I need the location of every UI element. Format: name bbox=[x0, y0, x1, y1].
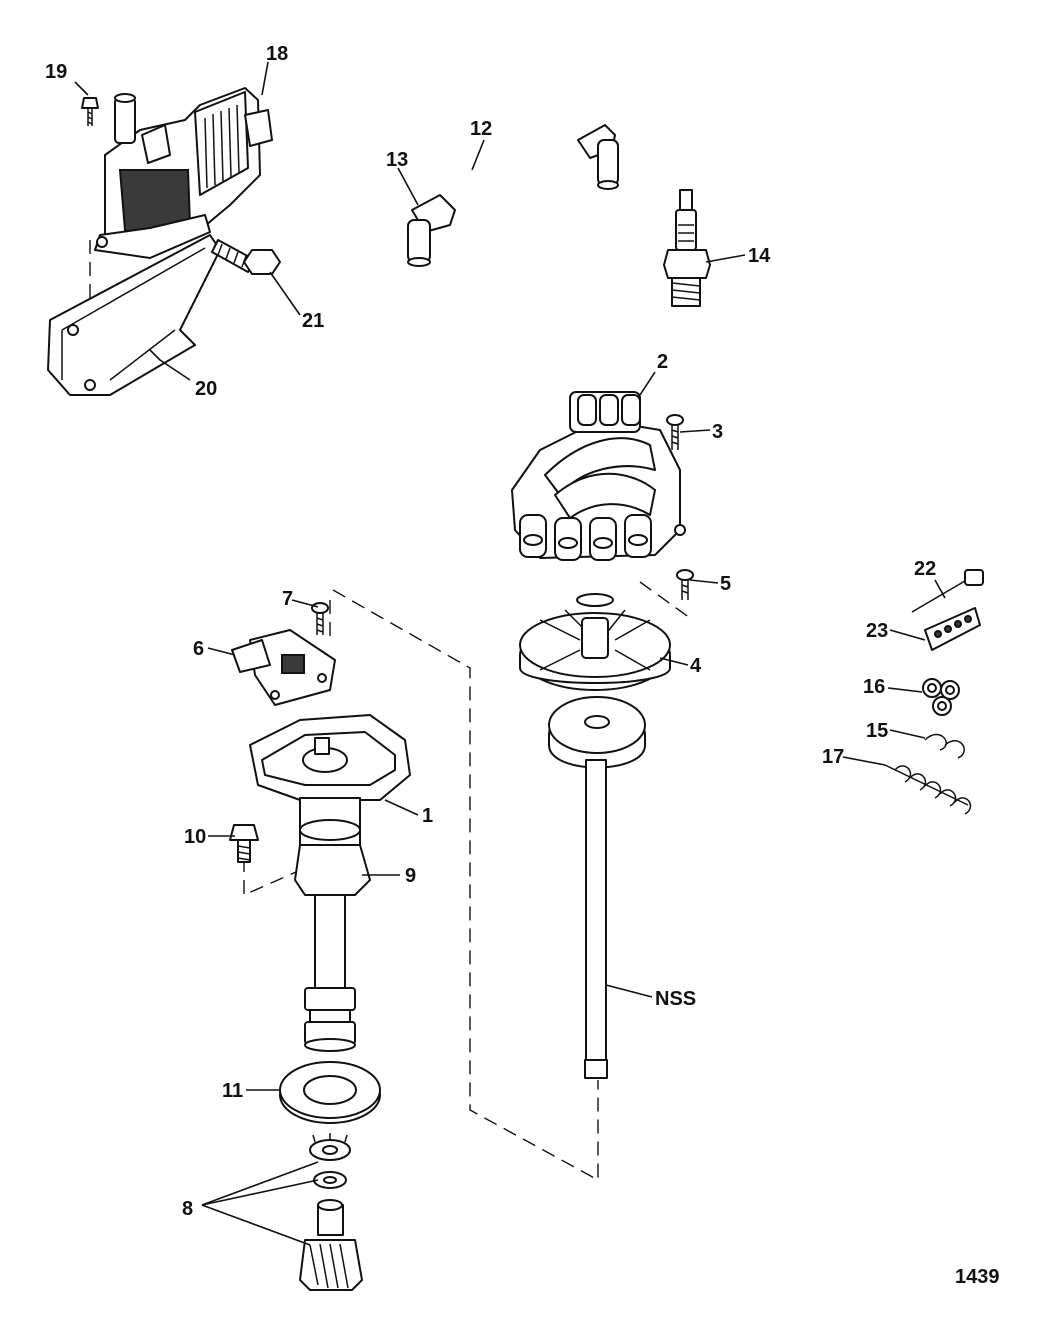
callout-17: 17 bbox=[822, 746, 844, 768]
callout-15: 15 bbox=[866, 720, 888, 742]
spark-plug-14 bbox=[663, 189, 711, 307]
wire-holder-23 bbox=[924, 607, 981, 651]
bolt-10 bbox=[229, 824, 259, 863]
bolt-21 bbox=[211, 239, 281, 275]
callout-22: 22 bbox=[914, 558, 936, 580]
callout-1: 1 bbox=[422, 805, 433, 827]
gear-set-8 bbox=[299, 1133, 363, 1291]
sensor-6 bbox=[231, 629, 336, 706]
callout-nss: NSS bbox=[655, 988, 696, 1010]
screw-7 bbox=[311, 602, 329, 635]
callouts: 1 2 3 4 5 6 7 8 9 10 11 12 13 14 15 16 1… bbox=[45, 43, 936, 1220]
callout-21: 21 bbox=[302, 310, 324, 332]
screw-19 bbox=[81, 97, 99, 126]
callout-23: 23 bbox=[866, 620, 888, 642]
callout-14: 14 bbox=[748, 245, 771, 267]
distributor-cap-2 bbox=[511, 391, 686, 561]
callout-20: 20 bbox=[195, 378, 217, 400]
leader-lines bbox=[74, 61, 946, 1246]
callout-4: 4 bbox=[690, 655, 702, 677]
callout-11: 11 bbox=[222, 1080, 243, 1102]
wire-clip-16 bbox=[922, 678, 960, 716]
distributor-housing-1 bbox=[249, 714, 411, 854]
figure-number: 1439 bbox=[955, 1266, 1000, 1288]
callout-5: 5 bbox=[720, 573, 731, 595]
callout-9: 9 bbox=[405, 865, 416, 887]
callout-18: 18 bbox=[266, 43, 288, 65]
callout-8: 8 bbox=[182, 1198, 193, 1220]
callout-10: 10 bbox=[184, 826, 206, 848]
rotor-4 bbox=[519, 593, 671, 691]
screw-5 bbox=[676, 569, 694, 600]
callout-2: 2 bbox=[657, 351, 668, 373]
distributor-shaft-nss bbox=[548, 696, 646, 1079]
callout-7: 7 bbox=[282, 588, 293, 610]
wire-clip-15 bbox=[924, 733, 965, 759]
wire-retainer-22 bbox=[911, 569, 984, 613]
spark-plug-boot-13 bbox=[407, 194, 456, 267]
screw-3 bbox=[666, 414, 684, 450]
wire-clip-17 bbox=[884, 764, 972, 815]
callout-12: 12 bbox=[470, 118, 492, 140]
callout-13: 13 bbox=[386, 149, 408, 171]
distributor-body-9 bbox=[294, 844, 371, 1052]
washer-11 bbox=[279, 1061, 381, 1124]
callout-3: 3 bbox=[712, 421, 723, 443]
ignition-coil-assembly bbox=[94, 87, 273, 259]
callout-16: 16 bbox=[863, 676, 885, 698]
callout-6: 6 bbox=[193, 638, 204, 660]
bracket-20 bbox=[47, 234, 221, 396]
callout-19: 19 bbox=[45, 61, 67, 83]
spark-plug-wire-12 bbox=[446, 124, 619, 211]
